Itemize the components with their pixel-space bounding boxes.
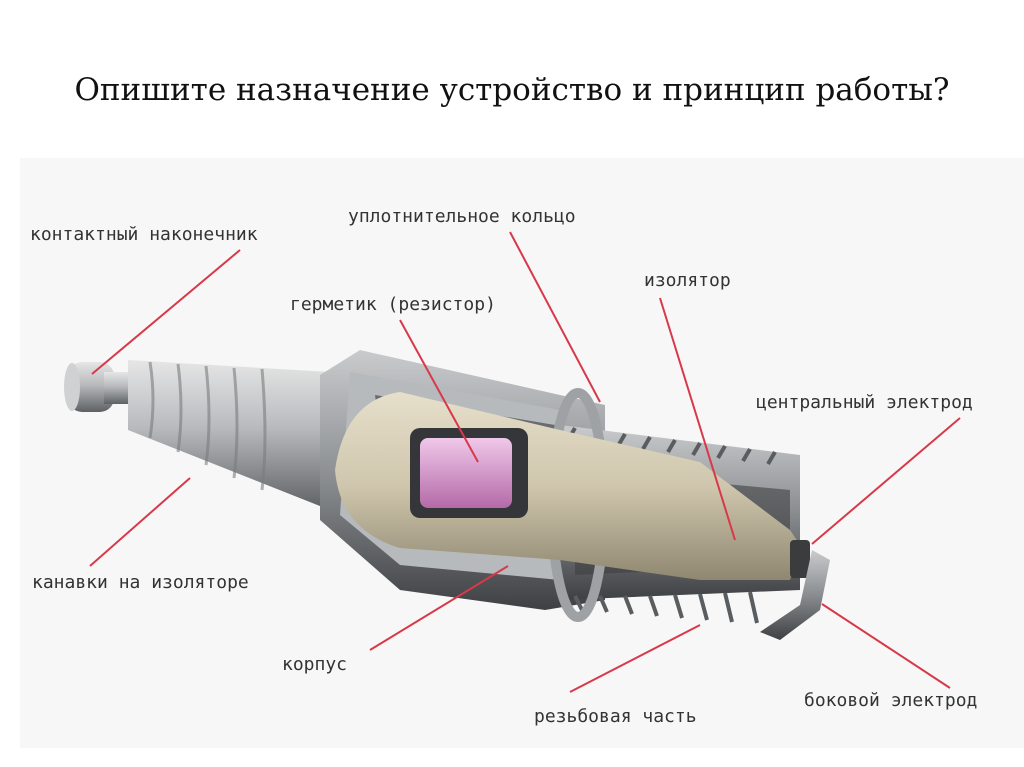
label-sealant: герметик (резистор) xyxy=(290,294,496,315)
label-insulator: изолятор xyxy=(644,270,731,291)
side-electrode-shape xyxy=(760,550,830,640)
leader-insulator xyxy=(659,297,736,541)
label-body: корпус xyxy=(282,654,348,675)
resistor-shape xyxy=(410,428,528,518)
leader-sealant xyxy=(399,319,479,463)
label-thread: резьбовая часть xyxy=(534,706,697,727)
insulator-top-shape xyxy=(128,360,330,510)
leader-thread xyxy=(569,624,701,693)
leader-seal-ring xyxy=(509,231,601,403)
leader-center-electrode xyxy=(811,417,961,545)
leader-body xyxy=(369,565,509,651)
leader-insulator-grooves xyxy=(89,477,191,567)
label-contact-tip: контактный наконечник xyxy=(30,224,258,245)
slide-title: Опишите назначение устройство и принцип … xyxy=(74,72,950,108)
label-side-electrode: боковой электрод xyxy=(804,690,978,711)
leader-contact-tip xyxy=(91,249,241,375)
leader-side-electrode xyxy=(821,603,951,689)
label-center-electrode: центральный электрод xyxy=(756,392,973,413)
contact-tip-shape xyxy=(64,362,134,412)
label-insulator-grooves: канавки на изоляторе xyxy=(32,572,249,593)
leader-lines xyxy=(89,231,961,693)
label-seal-ring: уплотнительное кольцо xyxy=(348,206,576,227)
center-electrode-shape xyxy=(790,540,810,578)
